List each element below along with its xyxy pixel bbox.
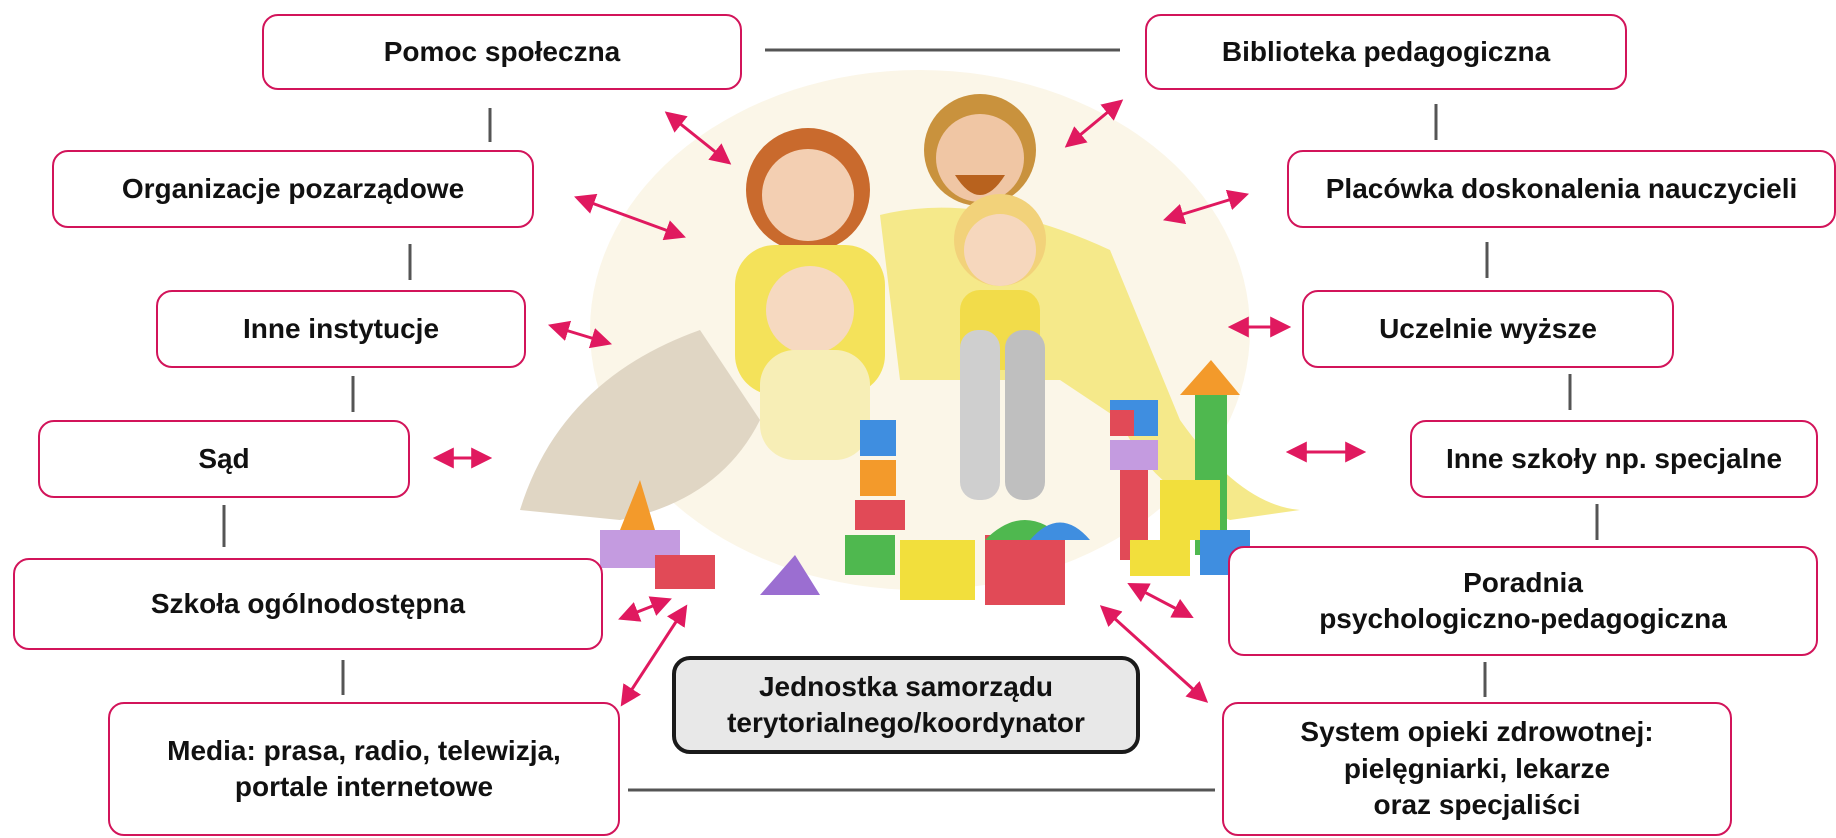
relation-arrows <box>432 99 1367 707</box>
node-sad: Sąd <box>38 420 410 498</box>
node-biblioteka-pedagogiczna: Biblioteka pedagogiczna <box>1145 14 1627 90</box>
arrow-inne-instytucje <box>547 320 613 349</box>
node-label: Biblioteka pedagogiczna <box>1221 35 1551 67</box>
node-label: Placówka doskonalenia nauczycieli <box>1325 172 1798 204</box>
node-pomoc-spoleczna: Pomoc społeczna <box>262 14 742 90</box>
arrow-media <box>620 604 688 707</box>
arrow-poradnia <box>1127 583 1194 618</box>
toddler-head <box>766 266 854 354</box>
node-jednostka-samorzadu: Jednostka samorządu terytorialnego/koord… <box>672 656 1140 754</box>
arrow-organizacje <box>574 193 686 241</box>
node-label: System opieki zdrowotnej: pielęgniarki, … <box>1300 716 1654 821</box>
node-inne-szkoly: Inne szkoły np. specjalne <box>1410 420 1818 498</box>
node-label: Szkoła ogólnodostępna <box>150 587 466 619</box>
node-label: Organizacje pozarządowe <box>121 172 465 204</box>
family-photo <box>520 70 1300 605</box>
node-label: Inne szkoły np. specjalne <box>1445 442 1783 474</box>
node-label: Sąd <box>198 442 250 474</box>
node-uczelnie-wyzsze: Uczelnie wyższe <box>1302 290 1674 368</box>
center-label: Jednostka samorządu terytorialnego/koord… <box>727 670 1085 738</box>
node-inne-instytucje: Inne instytucje <box>156 290 526 368</box>
node-szkola-ogolnodostepna: Szkoła ogólnodostępna <box>13 558 603 650</box>
node-label: Uczelnie wyższe <box>1379 312 1597 344</box>
node-media: Media: prasa, radio, telewizja, portale … <box>108 702 620 836</box>
node-label: Inne instytucje <box>242 312 440 344</box>
node-label: Media: prasa, radio, telewizja, portale … <box>167 734 561 802</box>
grey-connectors <box>222 48 1599 792</box>
node-label: Pomoc społeczna <box>383 35 621 67</box>
node-poradnia: Poradnia psychologiczno-pedagogiczna <box>1228 546 1818 656</box>
node-system-opieki-zdrowotnej: System opieki zdrowotnej: pielęgniarki, … <box>1222 702 1732 836</box>
node-label: Poradnia psychologiczno-pedagogiczna <box>1319 566 1727 634</box>
arrow-system <box>1099 605 1209 703</box>
arrow-placowka <box>1162 189 1250 225</box>
arrow-pomoc <box>664 111 732 165</box>
toy-blocks <box>600 360 1250 605</box>
node-organizacje-pozarzadowe: Organizacje pozarządowe <box>52 150 534 228</box>
arrow-szkola <box>618 596 672 622</box>
node-placowka-doskonalenia: Placówka doskonalenia nauczycieli <box>1287 150 1836 228</box>
arrow-biblioteka <box>1064 99 1124 148</box>
